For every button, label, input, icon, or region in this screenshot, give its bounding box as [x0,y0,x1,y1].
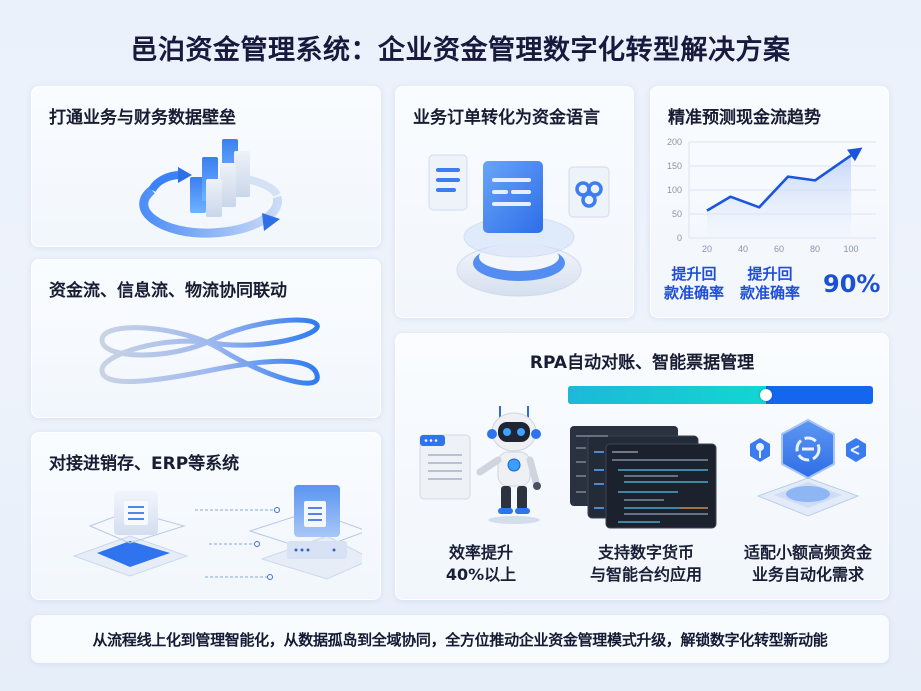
card-data-barrier: 打通业务与财务数据壁垒 [31,86,381,247]
infinity-loop-icon [99,317,320,386]
card-title: 精准预测现金流趋势 [668,108,821,128]
svg-text:80: 80 [810,244,820,254]
metric-collection-accuracy-2: 提升回 款准确率 [739,265,800,302]
feature-high-frequency: 适配小额高频资金 业务自动化需求 [743,543,872,584]
server-sync-icon [72,485,362,580]
svg-text:50: 50 [672,209,682,219]
chart-area [707,155,851,238]
svg-text:100: 100 [843,244,858,254]
metric-accuracy-value: 90% [823,270,881,298]
svg-text:150: 150 [667,161,682,171]
svg-text:100: 100 [667,185,682,195]
card-forecast: 精准预测现金流趋势 0 50 100 150 200 20 40 60 80 100 提升回 款准… [650,86,889,318]
feature-digital-currency: 支持数字货币 与智能合约应用 [589,543,702,584]
bar-chart-cycle-icon [139,139,282,238]
card-title: 资金流、信息流、物流协同联动 [49,281,287,301]
progress-knob [760,389,773,401]
card-three-flows: 资金流、信息流、物流协同联动 [31,259,381,418]
svg-text:200: 200 [667,137,682,147]
cash-flow-line-chart: 0 50 100 150 200 20 40 60 80 100 [667,137,876,254]
card-title: 对接进销存、ERP等系统 [49,454,240,474]
rpa-progress-bar [568,386,873,404]
page-title: 邑泊资金管理系统：企业资金管理数字化转型解决方案 [130,35,791,66]
card-order-to-finance: 业务订单转化为资金语言 [395,86,634,318]
feature-efficiency: 效率提升 40%以上 [445,543,517,584]
card-title: 业务订单转化为资金语言 [413,108,600,128]
card-erp: 对接进销存、ERP等系统 [31,432,381,600]
robot-icon [419,406,541,524]
svg-text:40: 40 [738,244,748,254]
code-windows-icon [570,426,717,529]
document-platform-icon [428,154,610,297]
card-title: RPA自动对账、智能票据管理 [529,353,755,373]
hexagon-automation-icon [750,418,866,517]
chart-line [706,154,852,212]
svg-text:20: 20 [702,244,712,254]
trend-arrow-icon [847,147,863,162]
card-rpa: RPA自动对账、智能票据管理 效率提升 40%以上 [395,333,889,600]
card-title: 打通业务与财务数据壁垒 [49,108,236,128]
svg-text:0: 0 [677,233,682,243]
footer-summary: 从流程线上化到管理智能化，从数据孤岛到全域协同，全方位推动企业资金管理模式升级，… [31,615,889,663]
metric-collection-accuracy-1: 提升回 款准确率 [663,265,724,302]
svg-text:60: 60 [774,244,784,254]
progress-fill [568,386,767,404]
chart-axis-labels: 0 50 100 150 200 20 40 60 80 100 [667,137,859,254]
